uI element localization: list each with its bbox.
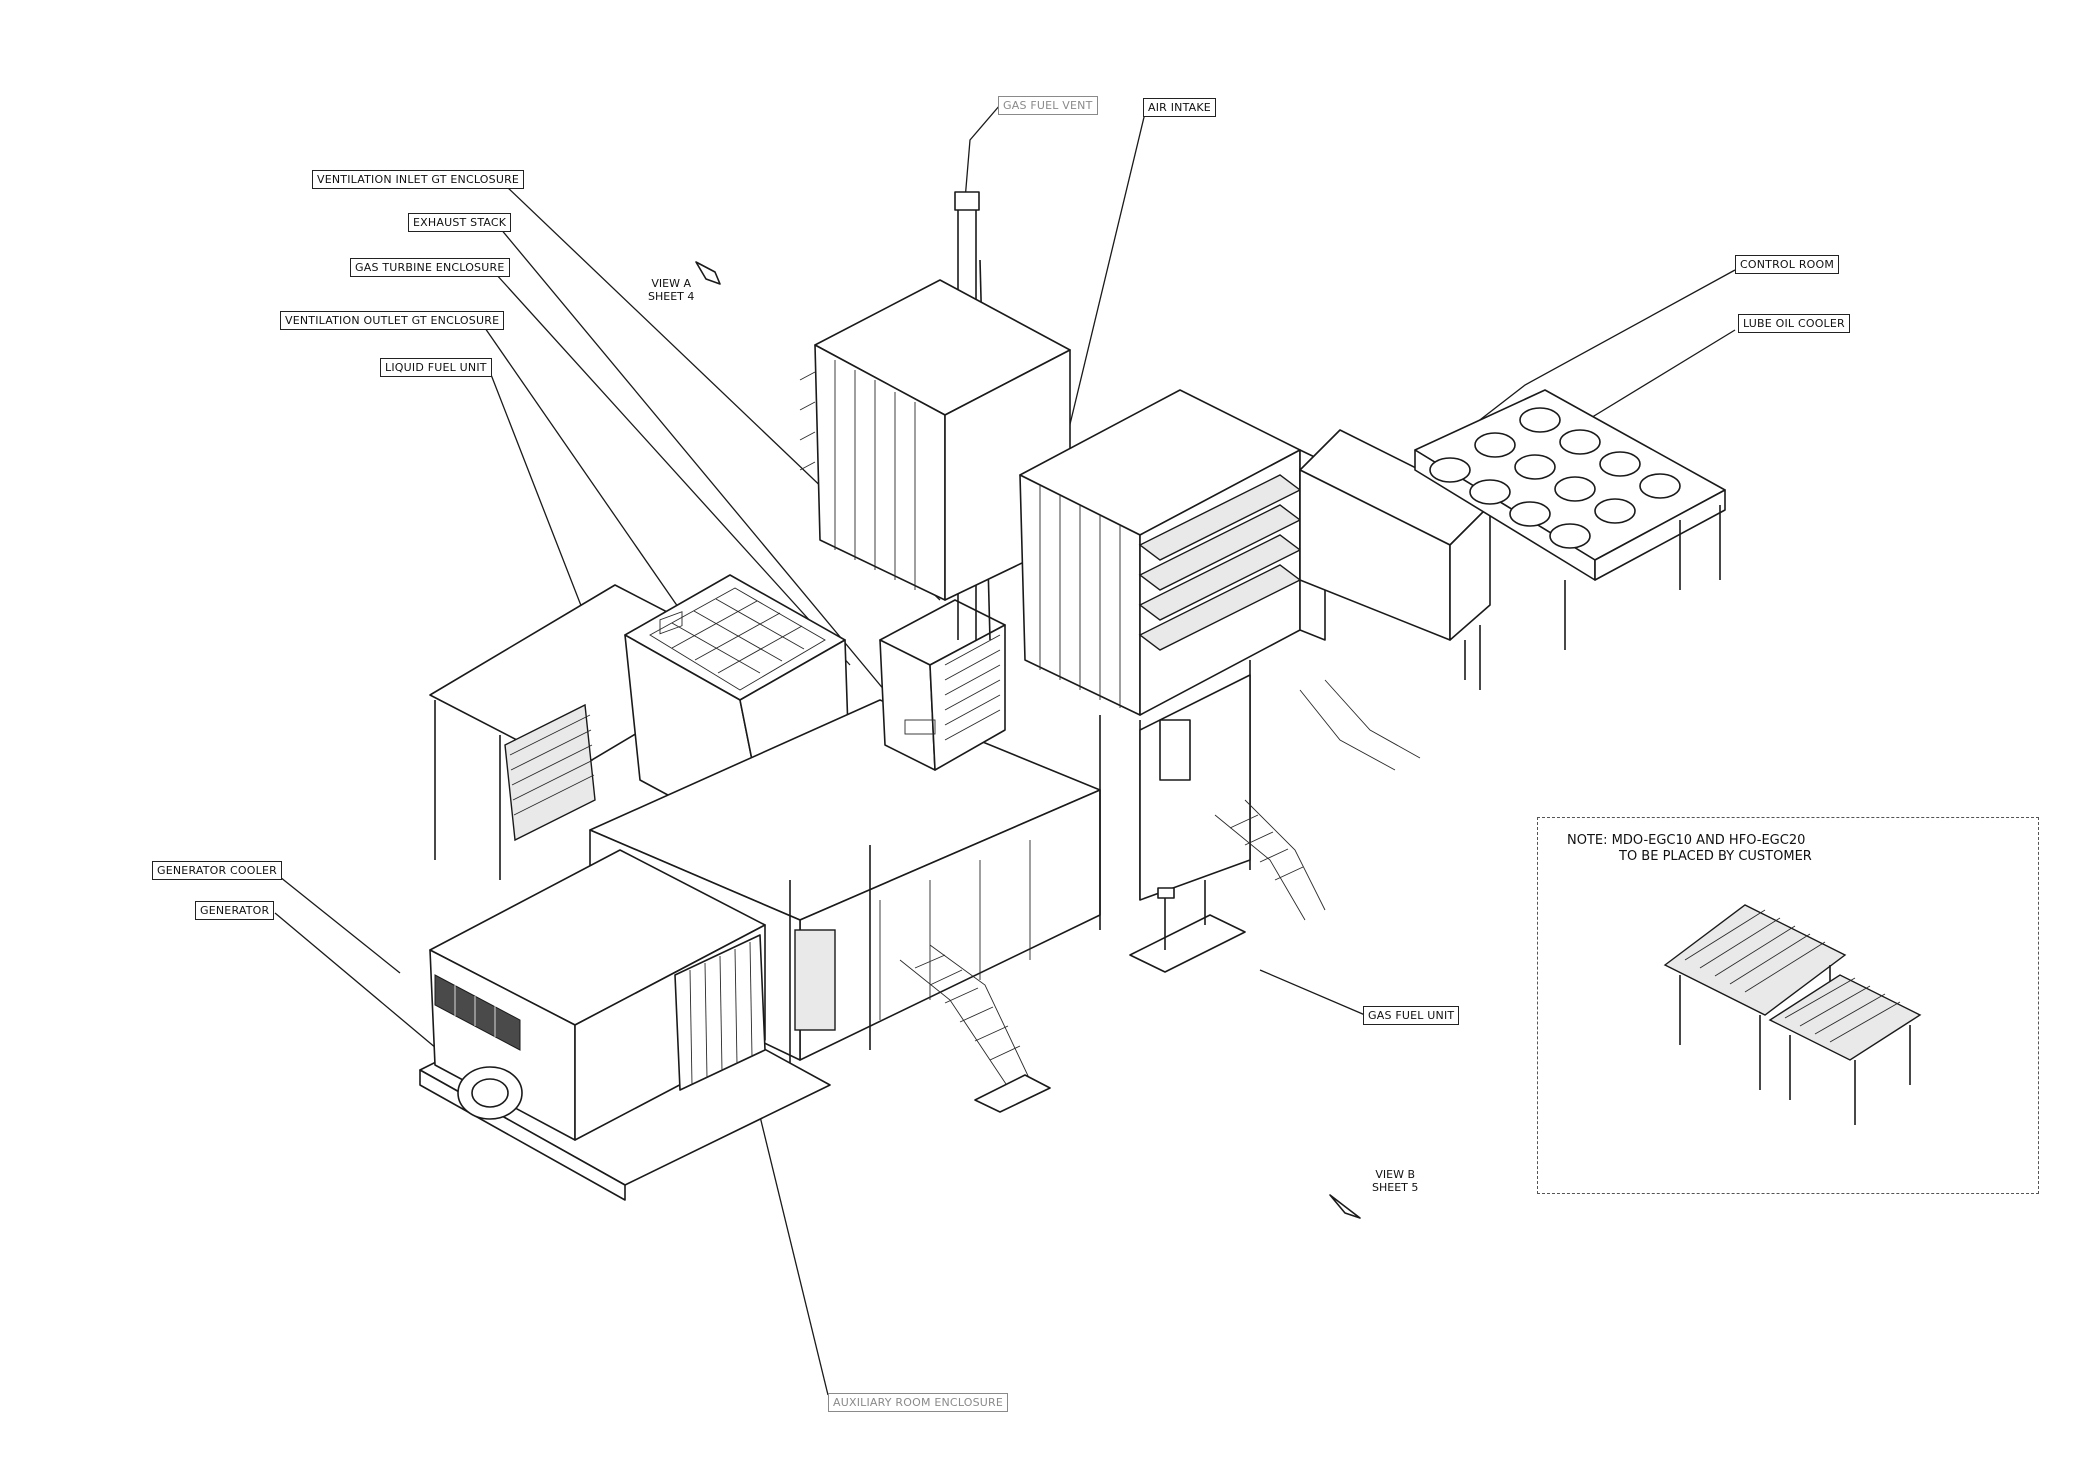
view-b-sheet: SHEET 5 [1372,1181,1419,1194]
label-gas-fuel-unit: GAS FUEL UNIT [1363,1006,1460,1025]
label-generator: GENERATOR [195,901,275,920]
label-gas-turbine-enclosure: GAS TURBINE ENCLOSURE [350,258,510,277]
cooler-fans [1429,407,1681,549]
label-auxiliary-room: AUXILIARY ROOM ENCLOSURE [828,1393,1009,1412]
label-gas-fuel-vent: GAS FUEL VENT [998,96,1098,115]
label-generator-cooler: GENERATOR COOLER [152,861,282,880]
leader-lines [274,104,1736,1396]
view-a-arrow [695,261,721,285]
air-intake-support-frame [1099,660,1251,930]
label-ventilation-outlet: VENTILATION OUTLET GT ENCLOSURE [280,311,505,330]
view-b-title: VIEW B [1375,1168,1415,1181]
view-b-arrow [1329,1194,1361,1219]
label-exhaust-stack: EXHAUST STACK [408,213,512,232]
gas-turbine-enclosure [879,599,1006,771]
generator-cooler-grille [434,974,521,1051]
stairs [899,679,1421,1113]
label-ventilation-inlet: VENTILATION INLET GT ENCLOSURE [312,170,525,189]
outlet-grille [649,587,826,691]
control-room [1299,429,1491,690]
note-box [1537,817,2039,1194]
note-insert-shelters [1663,904,1922,1125]
view-b-reference: VIEW B SHEET 5 [1372,1168,1418,1194]
label-air-intake: AIR INTAKE [1143,98,1216,117]
label-liquid-fuel-unit: LIQUID FUEL UNIT [380,358,492,377]
gas-fuel-unit [1129,880,1246,973]
view-a-sheet: SHEET 4 [648,290,695,303]
note-line-1: NOTE: MDO-EGC10 AND HFO-EGC20 [1567,833,1806,848]
note-text: NOTE: MDO-EGC10 AND HFO-EGC20 TO BE PLAC… [1567,833,1812,865]
view-a-reference: VIEW A SHEET 4 [648,277,694,303]
view-a-title: VIEW A [651,277,691,290]
lube-oil-cooler [1414,389,1726,650]
label-lube-oil-cooler: LUBE OIL COOLER [1738,314,1850,333]
air-intake-filter-house [1019,389,1326,716]
label-control-room: CONTROL ROOM [1735,255,1840,274]
generator-assembly [419,849,831,1201]
note-line-2: TO BE PLACED BY CUSTOMER [1619,849,1812,864]
